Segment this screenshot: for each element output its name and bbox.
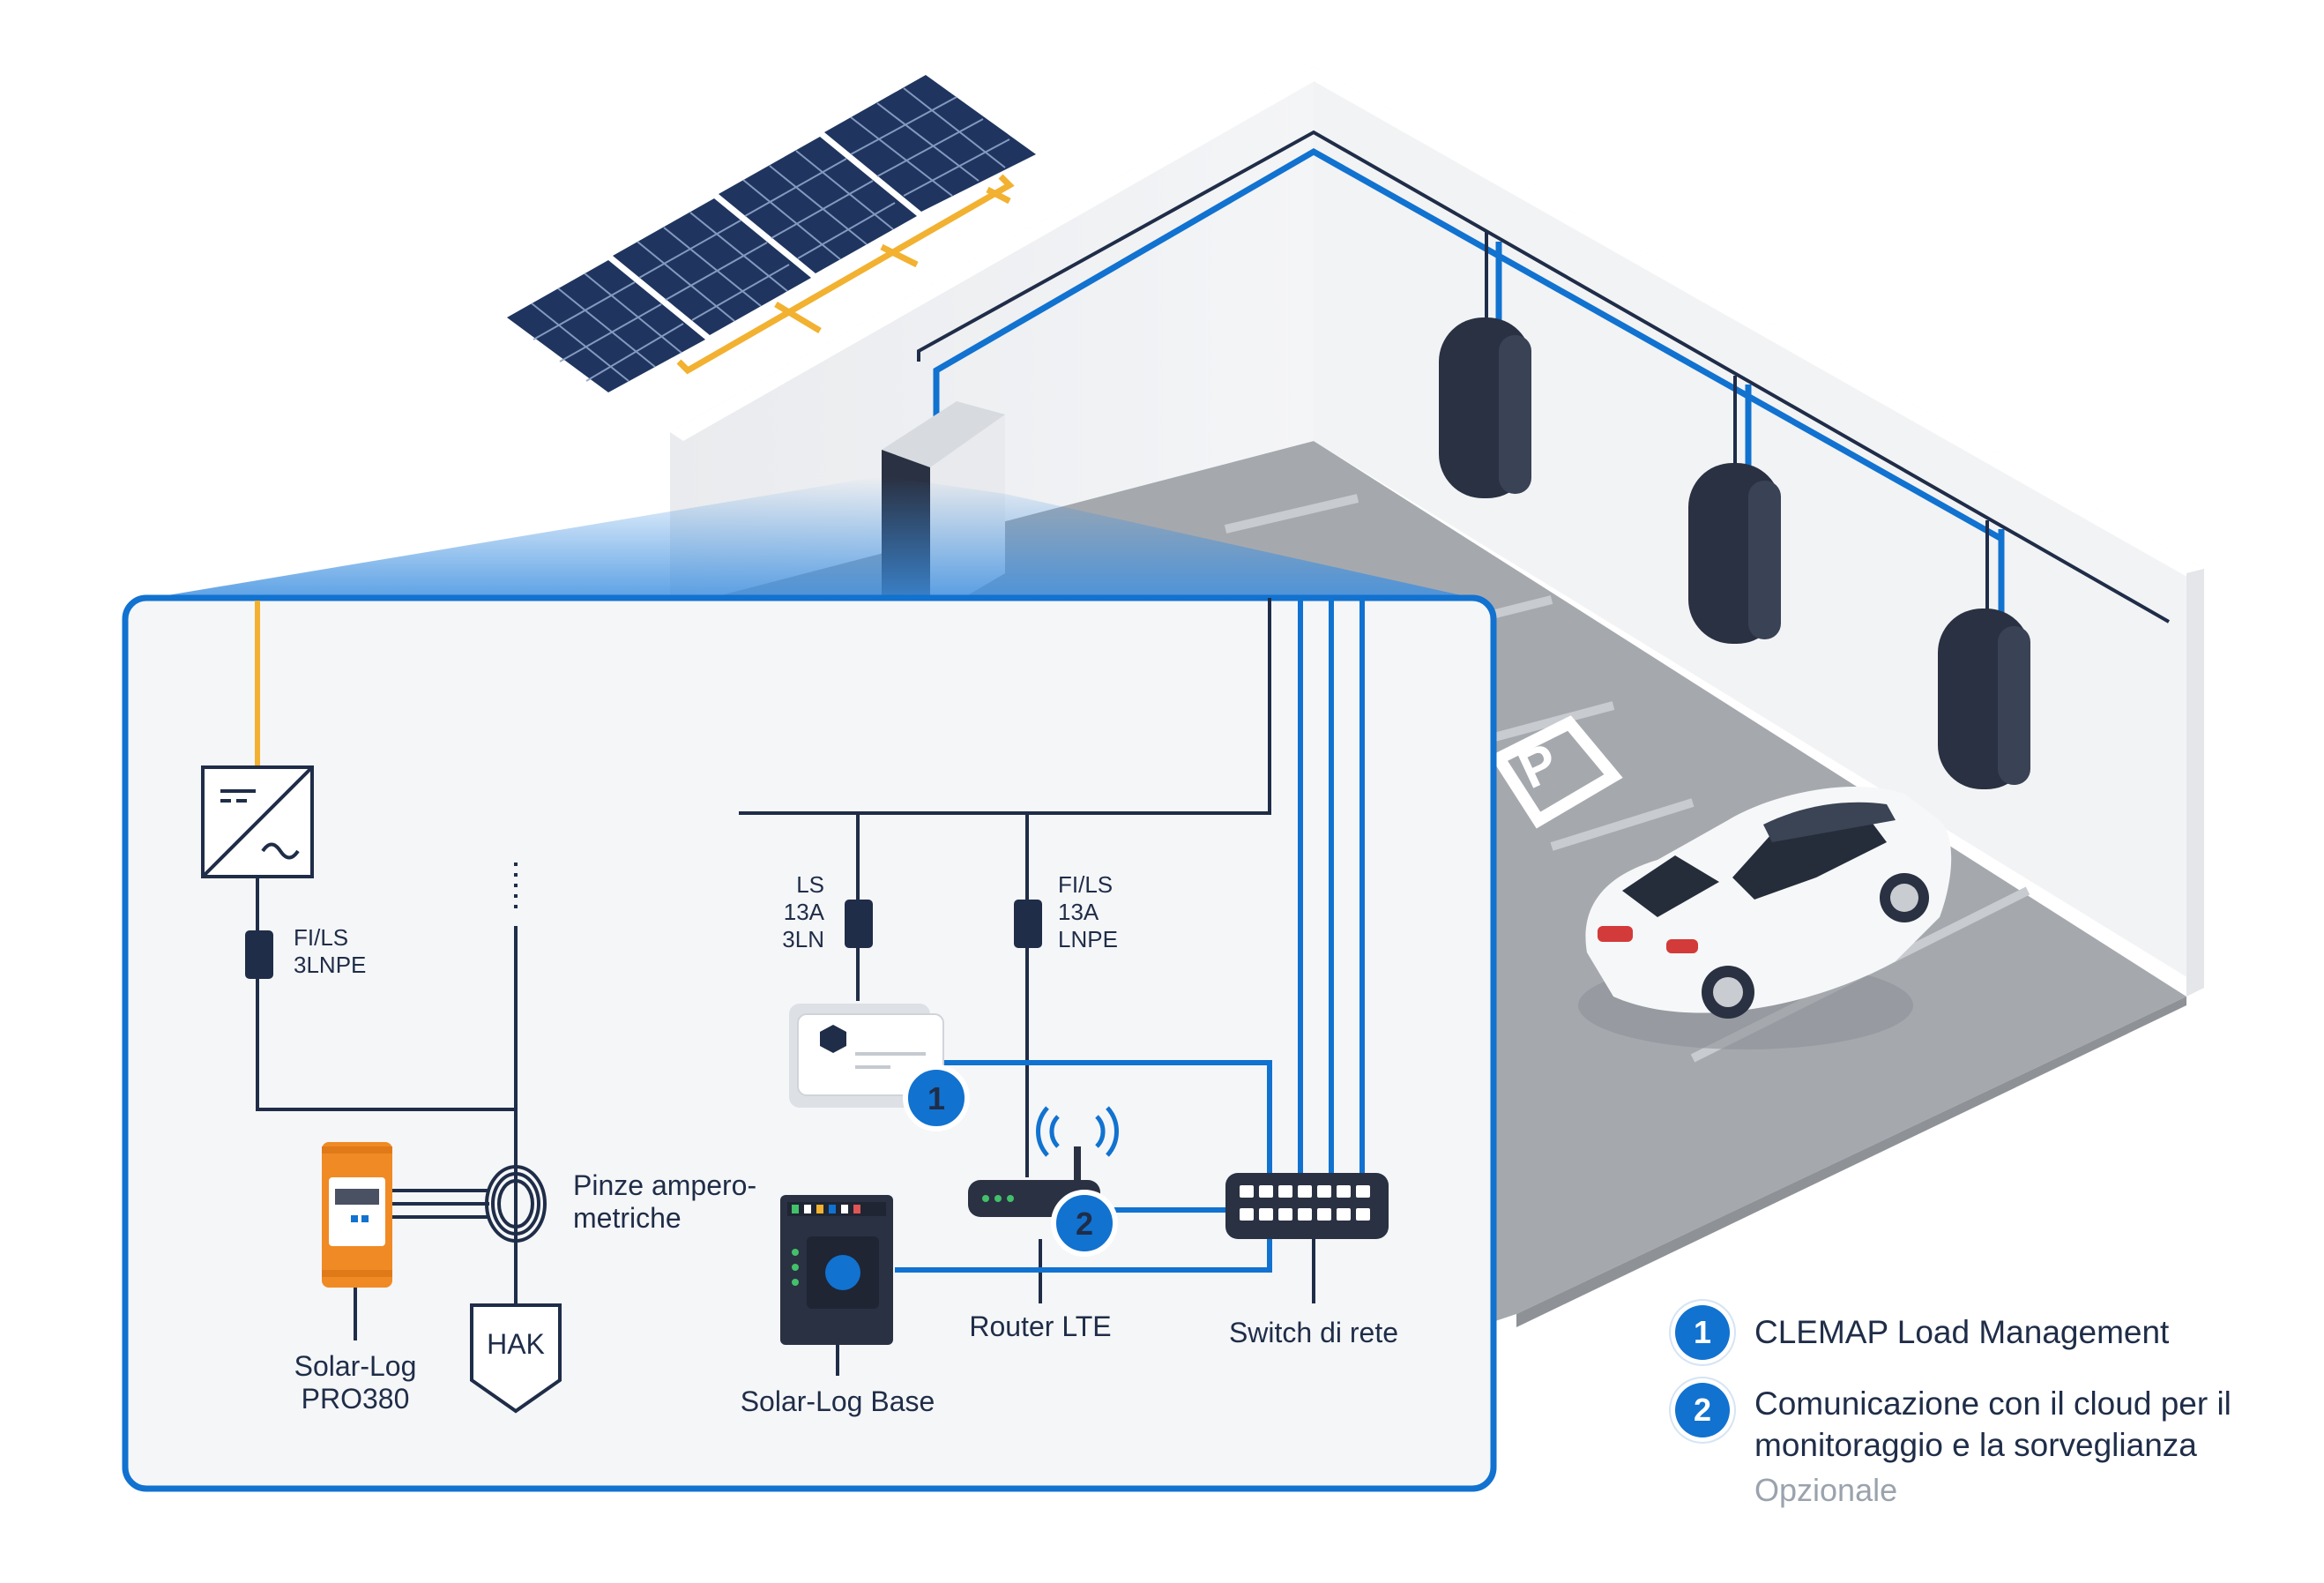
dotted-continuation — [514, 811, 820, 908]
network-cables — [895, 598, 1365, 1273]
wallbox-2 — [1688, 463, 1781, 644]
ev-parking-sign — [1489, 715, 1623, 829]
breaker-ls-3ln — [845, 900, 873, 948]
badge-2: 2 — [1051, 1190, 1118, 1257]
wallbox-3 — [1938, 609, 2030, 789]
legend-badge-2: 2 — [1675, 1383, 1730, 1437]
legend-text-2-line2: monitoraggio e la sorveglianza — [1754, 1427, 2197, 1463]
label-router: Router LTE — [969, 1310, 1111, 1342]
wall-cables — [917, 130, 2170, 626]
label-solar-log-pro-2: PRO380 — [302, 1383, 410, 1415]
label-hak: HAK — [487, 1328, 545, 1360]
solar-log-pro380-meter — [322, 1142, 392, 1288]
label-fi-ls-3lnpe-2: 3LNPE — [294, 952, 366, 978]
legend-badge-1: 1 — [1675, 1305, 1730, 1360]
label-ls-2: 13A — [784, 899, 825, 925]
label-fi-ls-lnpe-2: 13A — [1058, 899, 1099, 925]
solar-cabling — [676, 174, 1015, 375]
badge-2-number: 2 — [1076, 1206, 1093, 1242]
label-solar-log-base: Solar-Log Base — [741, 1385, 935, 1417]
breaker-fi-ls-lnpe — [1014, 900, 1042, 948]
legend-item-2: 2 Comunicazione con il cloud per il moni… — [1675, 1383, 2292, 1511]
detail-panel: 1 2 — [122, 594, 1497, 1492]
hak-symbol — [470, 1303, 562, 1414]
legend-text-2: Comunicazione con il cloud per il monito… — [1754, 1383, 2231, 1511]
solar-log-base-device — [780, 1195, 893, 1345]
wallbox-1 — [1439, 317, 1531, 498]
current-clamps — [392, 1165, 547, 1243]
label-fi-ls-3lnpe-1: FI/LS — [294, 924, 348, 951]
label-ls-1: LS — [796, 871, 824, 898]
label-fi-ls-lnpe-3: LNPE — [1058, 926, 1118, 952]
badge-1-number: 1 — [927, 1080, 945, 1116]
network-switch — [1225, 1173, 1389, 1239]
label-ls-3: 3LN — [782, 926, 824, 952]
legend-optional-note: Opzionale — [1754, 1472, 1898, 1508]
label-fi-ls-lnpe-1: FI/LS — [1058, 871, 1113, 898]
solar-panels — [507, 75, 1036, 392]
label-pinze-2: metriche — [573, 1202, 682, 1234]
zoom-beam — [141, 476, 1481, 600]
legend: 1 CLEMAP Load Management 2 Comunicazione… — [1675, 1305, 2292, 1534]
clemap-device — [789, 1004, 944, 1108]
label-switch: Switch di rete — [1229, 1317, 1398, 1348]
breaker-fi-ls-3lnpe — [245, 930, 273, 979]
legend-item-1: 1 CLEMAP Load Management — [1675, 1305, 2292, 1360]
label-solar-log-pro-1: Solar-Log — [294, 1350, 417, 1382]
badge-1: 1 — [903, 1064, 970, 1131]
label-pinze-1: Pinze ampero- — [573, 1169, 756, 1201]
electric-car — [1578, 786, 1952, 1049]
inverter-symbol — [201, 765, 314, 878]
legend-text-2-line1: Comunicazione con il cloud per il — [1754, 1385, 2231, 1422]
legend-text-1: CLEMAP Load Management — [1754, 1314, 2170, 1350]
